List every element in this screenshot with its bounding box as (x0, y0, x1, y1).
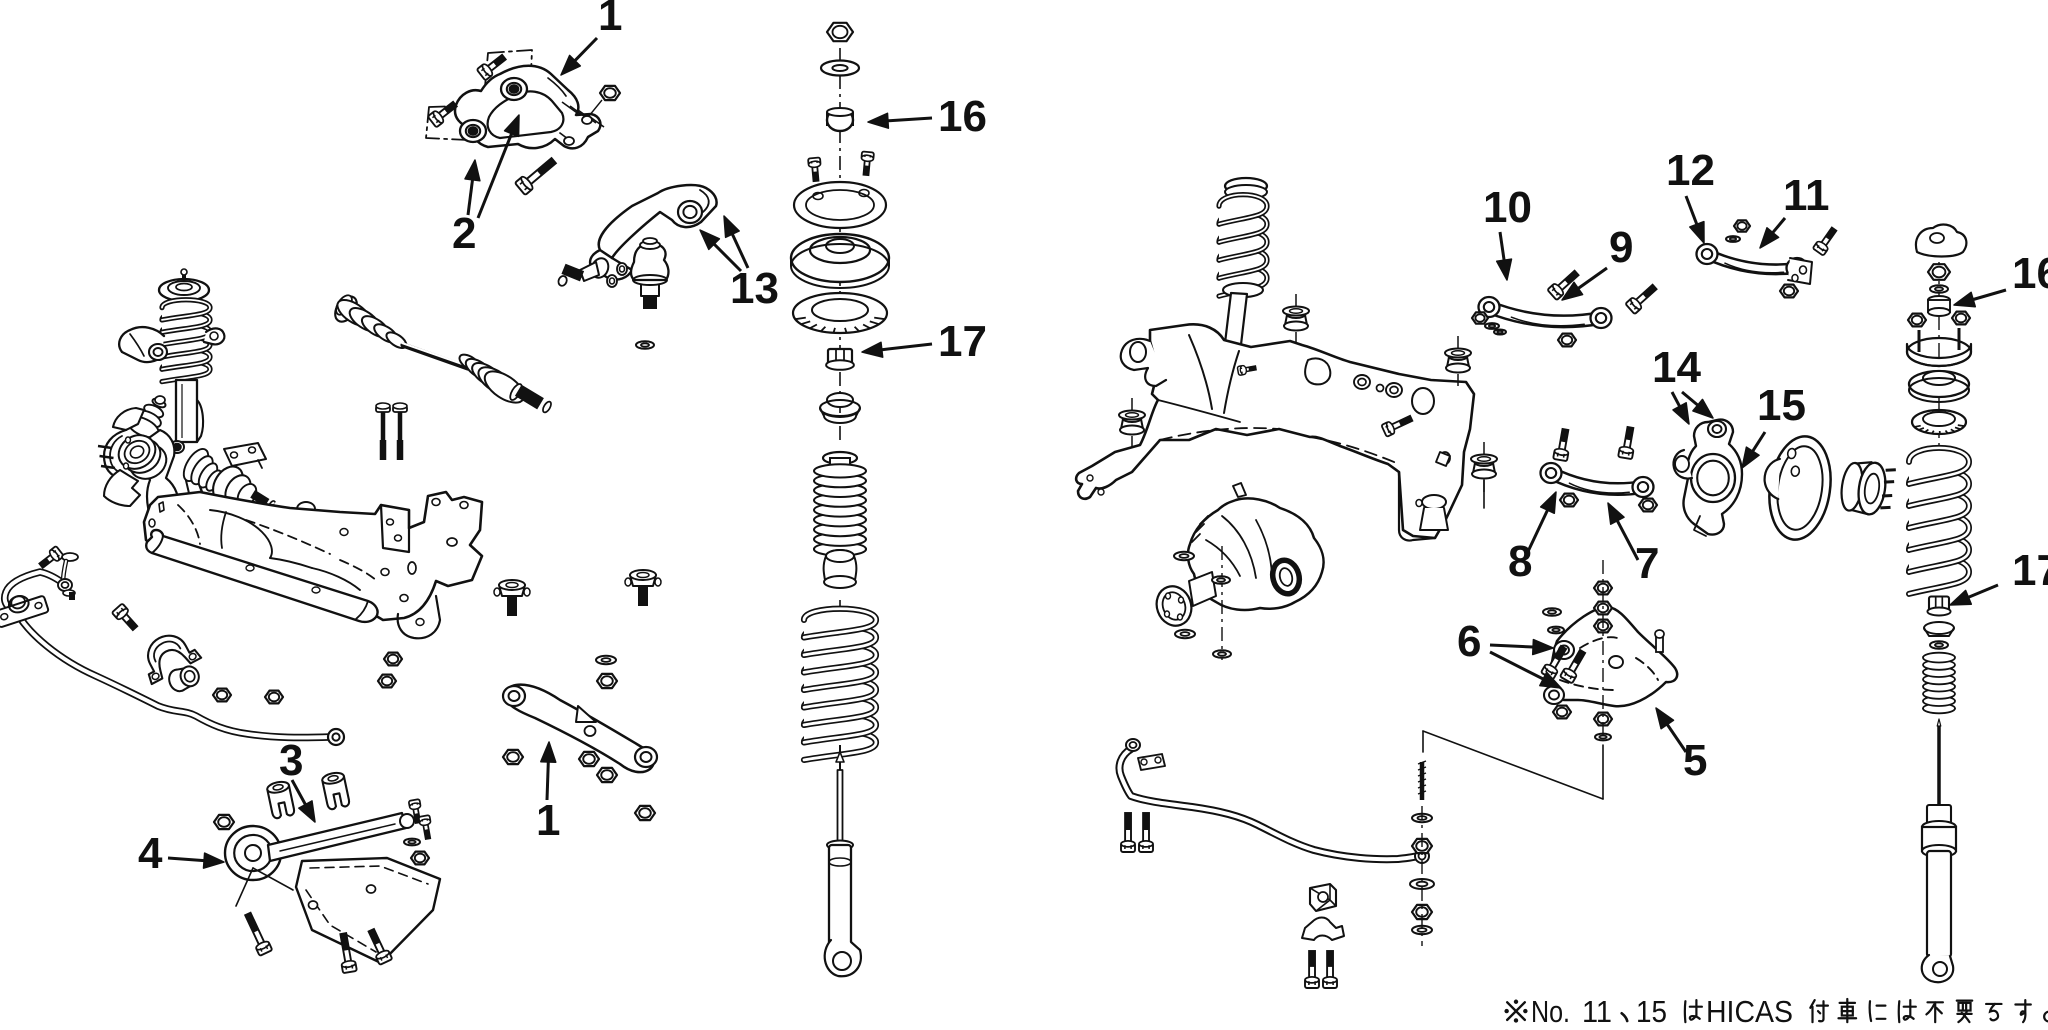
svg-text:No.: No. (1531, 994, 1570, 1025)
svg-text:2: 2 (452, 209, 476, 258)
svg-text:6: 6 (1457, 617, 1481, 666)
svg-text:4: 4 (138, 829, 163, 878)
svg-text:11: 11 (1783, 171, 1830, 220)
svg-text:8: 8 (1508, 537, 1532, 586)
svg-text:17: 17 (2012, 546, 2048, 595)
svg-text:5: 5 (1683, 736, 1707, 785)
svg-text:15: 15 (1636, 994, 1667, 1025)
svg-text:13: 13 (730, 264, 779, 313)
svg-text:9: 9 (1609, 223, 1633, 272)
svg-text:1: 1 (536, 796, 560, 845)
svg-text:12: 12 (1666, 146, 1715, 195)
svg-text:16: 16 (938, 92, 987, 141)
svg-text:7: 7 (1635, 539, 1659, 588)
svg-text:17: 17 (938, 317, 987, 366)
svg-text:1: 1 (598, 0, 622, 40)
svg-text:10: 10 (1483, 183, 1532, 232)
svg-text:3: 3 (279, 736, 303, 785)
svg-text:16: 16 (2012, 249, 2048, 298)
svg-text:15: 15 (1757, 381, 1806, 430)
svg-text:11: 11 (1582, 994, 1612, 1025)
svg-text:14: 14 (1652, 343, 1701, 392)
svg-text:HICAS: HICAS (1706, 994, 1793, 1025)
